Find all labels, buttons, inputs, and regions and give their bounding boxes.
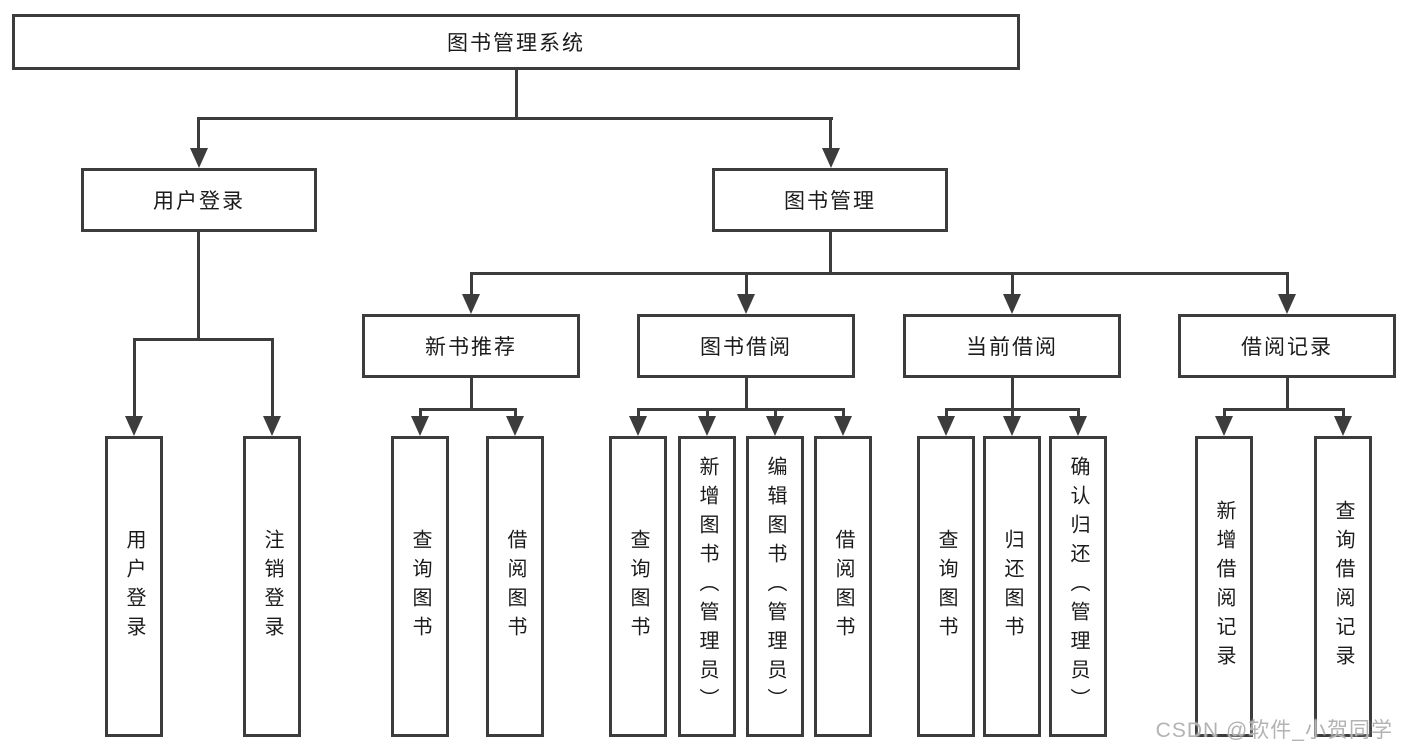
arrow-down-icon — [766, 416, 784, 436]
node-label: 查询图书 — [409, 528, 431, 645]
connector-line — [1011, 272, 1014, 296]
connector-line — [842, 408, 845, 418]
connector-line — [197, 117, 833, 120]
node-label: 用户登录 — [153, 190, 245, 213]
node-label: 借阅图书 — [504, 528, 526, 645]
connector-line — [1286, 272, 1289, 296]
arrow-down-icon — [190, 148, 208, 168]
arrow-down-icon — [1278, 294, 1296, 314]
connector-line — [1286, 378, 1289, 408]
leaf-confirm-return-admin: 确认归还（管理员） — [1049, 436, 1107, 737]
leaf-borrow-book: 借阅图书 — [814, 436, 872, 737]
leaf-query-book: 查询图书 — [609, 436, 667, 737]
connector-line — [470, 378, 473, 408]
arrow-down-icon — [1215, 416, 1233, 436]
leaf-query-book: 查询图书 — [391, 436, 449, 737]
connector-line — [470, 272, 473, 296]
node-new-book-recommend: 新书推荐 — [362, 314, 580, 378]
leaf-query-borrow-record: 查询借阅记录 — [1314, 436, 1372, 737]
connector-line — [745, 378, 748, 408]
connector-line — [637, 408, 640, 418]
connector-line — [1011, 378, 1014, 408]
node-label: 图书管理系统 — [447, 32, 585, 55]
node-label: 用户登录 — [123, 528, 145, 645]
connector-line — [745, 272, 748, 296]
arrow-down-icon — [1003, 294, 1021, 314]
node-label: 新书推荐 — [425, 336, 517, 359]
arrow-down-icon — [834, 416, 852, 436]
node-label: 新增借阅记录 — [1213, 499, 1235, 674]
node-label: 借阅图书 — [832, 528, 854, 645]
connector-line — [133, 338, 136, 416]
arrow-down-icon — [462, 294, 480, 314]
connector-line — [637, 408, 845, 411]
connector-line — [197, 117, 200, 150]
connector-line — [470, 272, 1289, 275]
node-label: 归还图书 — [1001, 528, 1023, 645]
connector-line — [829, 117, 832, 150]
connector-line — [945, 408, 948, 418]
leaf-borrow-book: 借阅图书 — [486, 436, 544, 737]
arrow-down-icon — [263, 416, 281, 436]
node-label: 查询图书 — [627, 528, 649, 645]
node-label: 当前借阅 — [966, 336, 1058, 359]
leaf-edit-book-admin: 编辑图书（管理员） — [746, 436, 804, 737]
node-label: 借阅记录 — [1241, 336, 1333, 359]
arrow-down-icon — [125, 416, 143, 436]
connector-line — [419, 408, 422, 418]
node-book-borrow: 图书借阅 — [637, 314, 855, 378]
node-label: 图书管理 — [784, 190, 876, 213]
connector-line — [1342, 408, 1345, 418]
arrow-down-icon — [411, 416, 429, 436]
leaf-user-login: 用户登录 — [105, 436, 163, 737]
connector-line — [706, 408, 709, 418]
node-borrow-records: 借阅记录 — [1178, 314, 1396, 378]
node-current-borrow: 当前借阅 — [903, 314, 1121, 378]
leaf-logout: 注销登录 — [243, 436, 301, 737]
connector-line — [774, 408, 777, 418]
connector-line — [829, 232, 832, 272]
leaf-add-borrow-record: 新增借阅记录 — [1195, 436, 1253, 737]
node-label: 确认归还（管理员） — [1067, 456, 1089, 717]
connector-line — [1223, 408, 1345, 411]
node-book-management: 图书管理 — [712, 168, 948, 232]
leaf-query-book: 查询图书 — [917, 436, 975, 737]
connector-line — [1011, 408, 1014, 418]
arrow-down-icon — [629, 416, 647, 436]
node-user-login: 用户登录 — [81, 168, 317, 232]
node-label: 图书借阅 — [700, 336, 792, 359]
connector-line — [271, 338, 274, 416]
arrow-down-icon — [1069, 416, 1087, 436]
node-label: 查询图书 — [935, 528, 957, 645]
connector-line — [1077, 408, 1080, 418]
node-label: 新增图书（管理员） — [696, 456, 718, 717]
node-label: 查询借阅记录 — [1332, 499, 1354, 674]
leaf-add-book-admin: 新增图书（管理员） — [678, 436, 736, 737]
arrow-down-icon — [698, 416, 716, 436]
connector-line — [133, 338, 274, 341]
connector-line — [1223, 408, 1226, 418]
node-label: 编辑图书（管理员） — [764, 456, 786, 717]
watermark: CSDN @软件_小贺同学 — [1155, 719, 1393, 742]
connector-line — [419, 408, 517, 411]
arrow-down-icon — [506, 416, 524, 436]
arrow-down-icon — [1334, 416, 1352, 436]
arrow-down-icon — [822, 148, 840, 168]
connector-line — [514, 408, 517, 418]
arrow-down-icon — [1003, 416, 1021, 436]
connector-line — [515, 70, 518, 119]
arrow-down-icon — [737, 294, 755, 314]
node-label: 注销登录 — [261, 528, 283, 645]
connector-line — [197, 232, 200, 338]
leaf-return-book: 归还图书 — [983, 436, 1041, 737]
arrow-down-icon — [937, 416, 955, 436]
node-library-system-root: 图书管理系统 — [12, 14, 1020, 70]
